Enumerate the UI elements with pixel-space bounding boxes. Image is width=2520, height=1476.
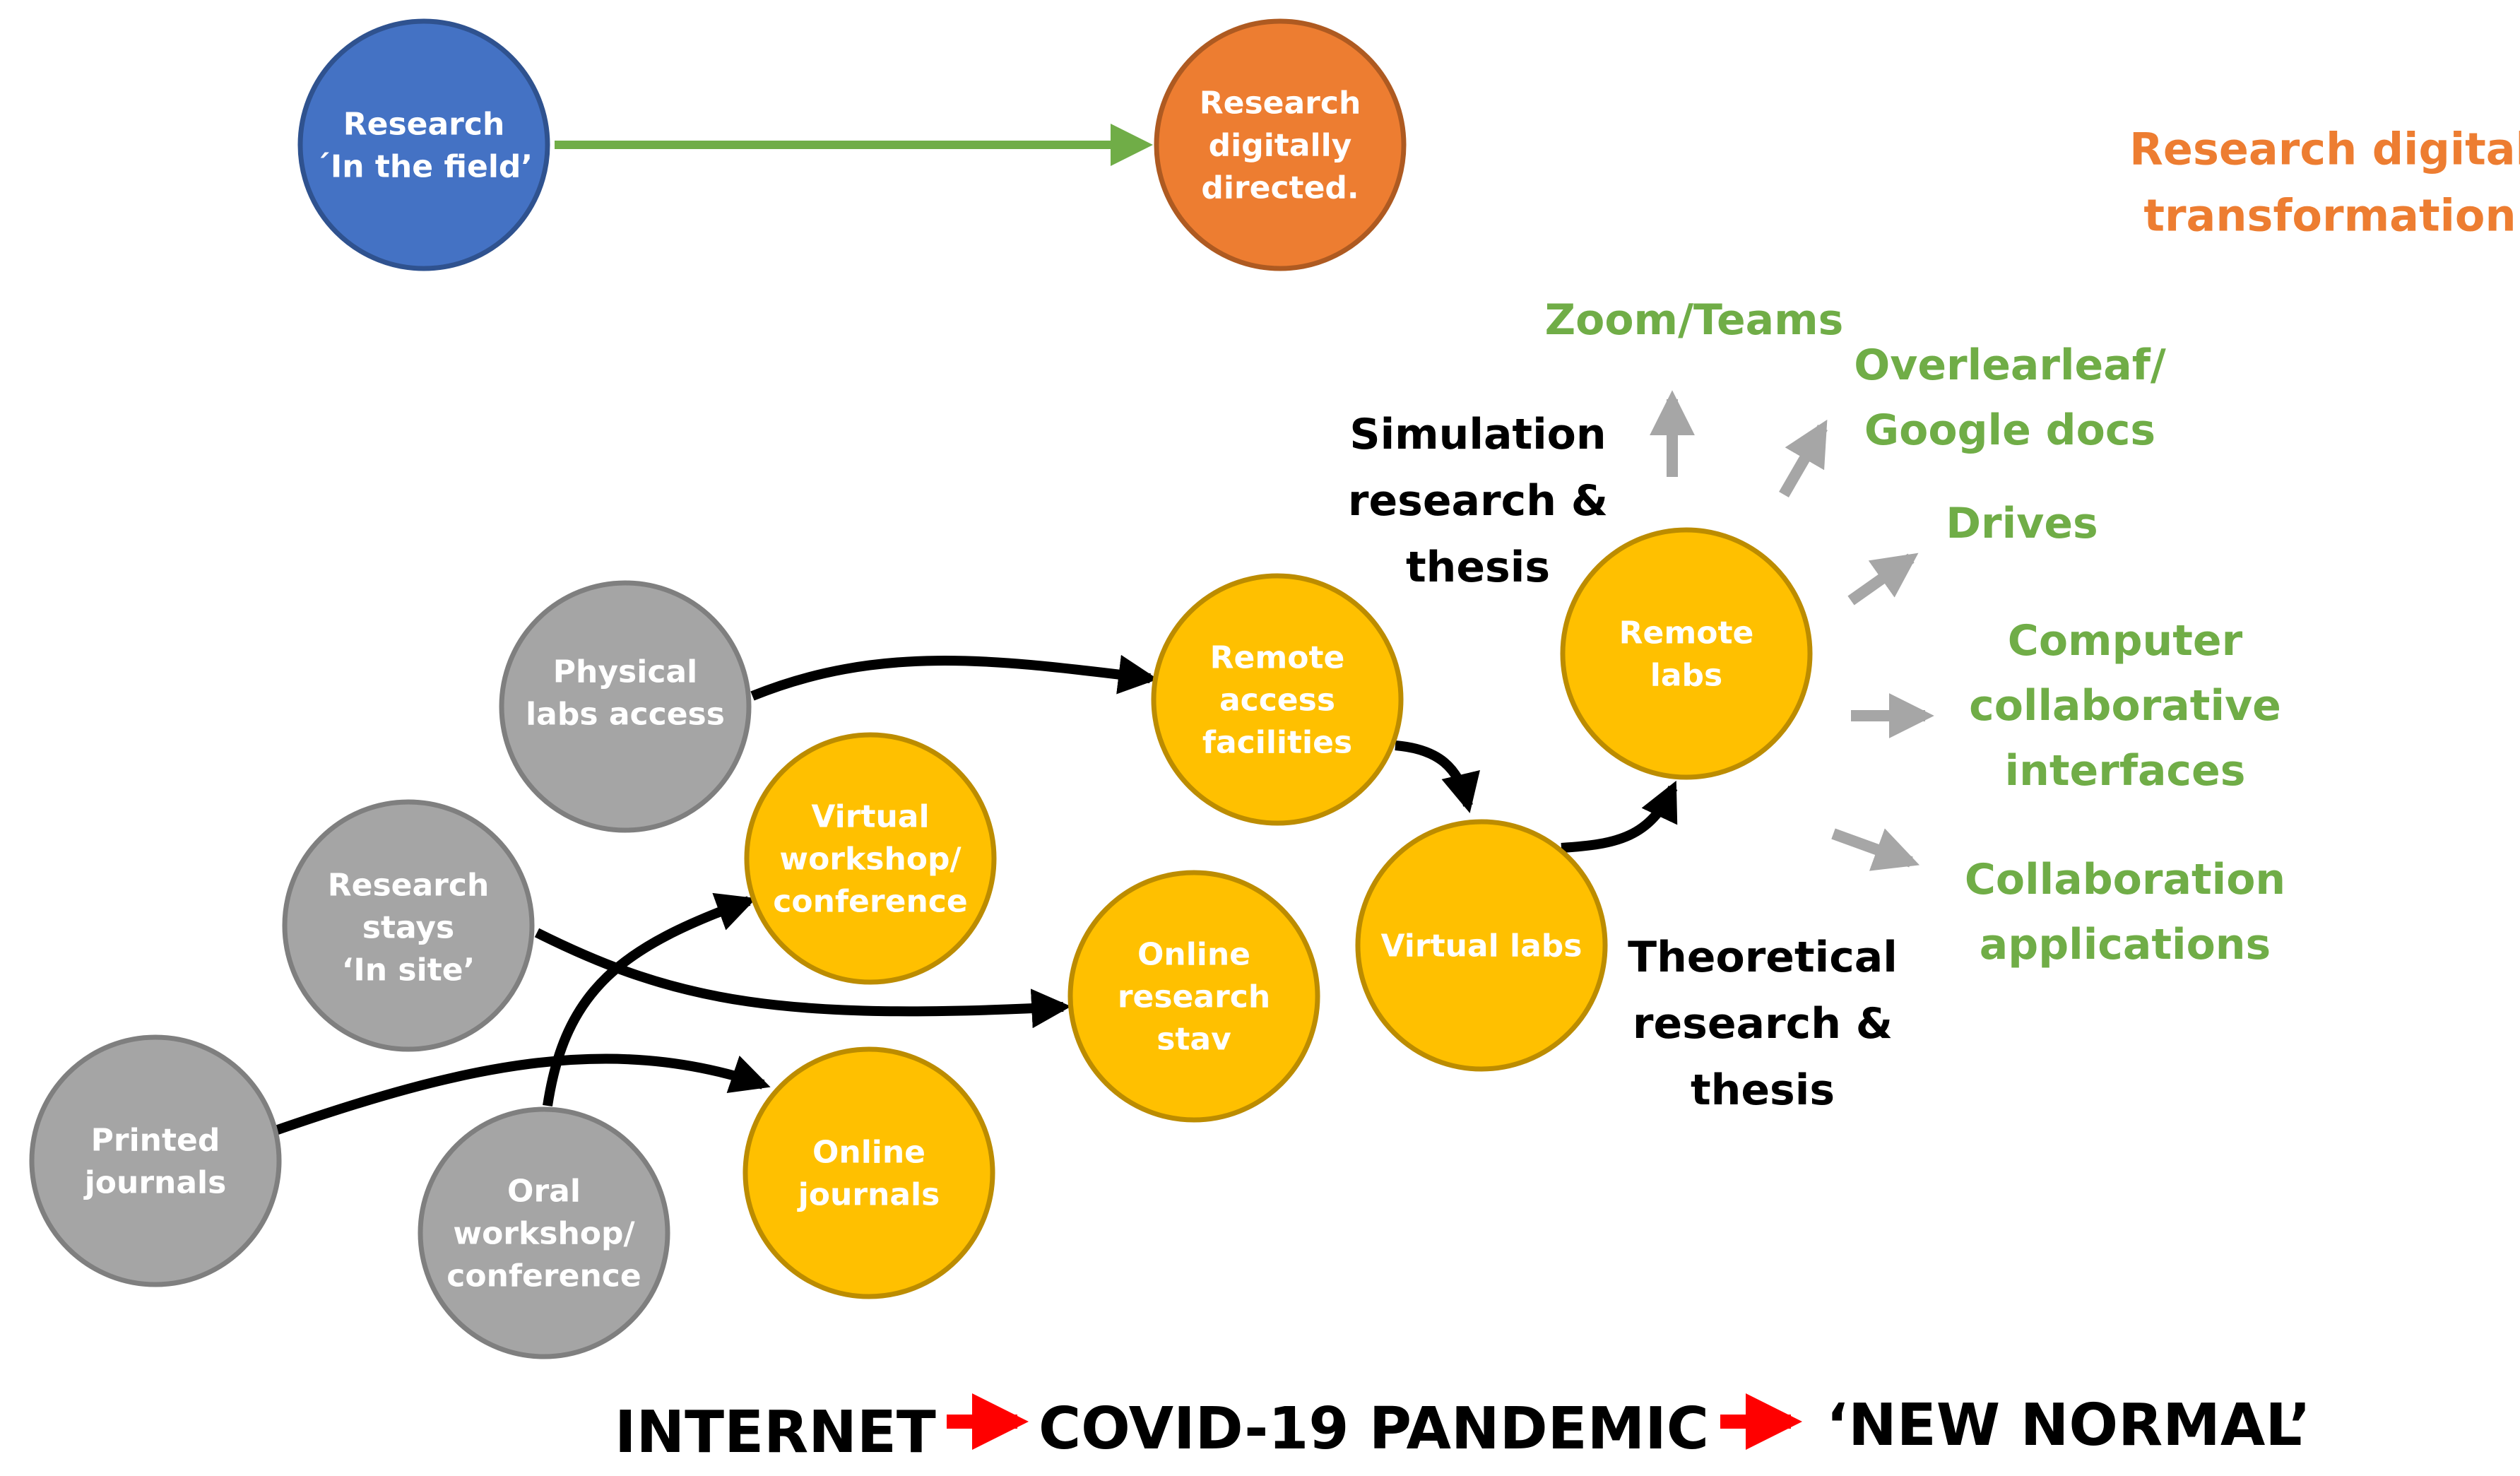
arrow-to-drives xyxy=(1847,553,1919,606)
text-line: facilities xyxy=(1202,724,1352,760)
tool-zoom: Zoom/Teams xyxy=(1545,295,1844,345)
text-line: Virtual labs xyxy=(1381,928,1583,964)
text-line: Theoretical xyxy=(1628,933,1898,982)
text-line: research & xyxy=(1348,476,1608,526)
node-remote-labs xyxy=(1560,527,1813,780)
text-line: thesis xyxy=(1691,1065,1835,1115)
arrow-printed-to-online-journals xyxy=(273,1053,771,1135)
arrow-virtual-labs-to-remote-labs xyxy=(1561,780,1678,853)
node-online-stay xyxy=(1067,870,1320,1123)
label-simulation: Simulation research & thesis xyxy=(1348,410,1608,592)
text-line: Virtual xyxy=(811,798,929,834)
arrow-remote-access-to-virtual-labs xyxy=(1395,740,1480,813)
text-printed-journals: Printed journals xyxy=(83,1122,227,1200)
text-line: Oral xyxy=(507,1173,581,1209)
text-line: Online xyxy=(812,1134,925,1170)
text-line: stays xyxy=(362,909,454,945)
text-research-digitally-directed: Research digitally directed. xyxy=(1200,85,1361,206)
text-remote-access: Remote access facilities xyxy=(1202,639,1352,760)
text-line: Online xyxy=(1137,936,1250,972)
text-line: Zoom/Teams xyxy=(1545,295,1844,345)
text-line: labs access xyxy=(526,696,725,732)
text-physical-labs: Physical labs access xyxy=(526,654,725,732)
text-line: journals xyxy=(797,1176,940,1212)
text-line: interfaces xyxy=(2005,746,2246,796)
tool-drives: Drives xyxy=(1946,499,2098,548)
text-virtual-workshop: Virtual workshop/conference xyxy=(773,798,967,919)
text-line: Computer xyxy=(2008,616,2243,666)
node-virtual-workshop xyxy=(744,732,997,985)
text-line: access xyxy=(1219,682,1335,718)
text-line: Research xyxy=(343,106,505,142)
node-research-in-field xyxy=(297,18,550,271)
text-line: stav xyxy=(1157,1021,1231,1057)
arrow-stays-to-online-stay xyxy=(534,928,1072,1029)
text-line: thesis xyxy=(1406,543,1550,592)
text-line: Printed xyxy=(91,1122,220,1158)
node-printed-journals xyxy=(29,1034,282,1287)
text-online-stay: Online research stav xyxy=(1118,936,1270,1057)
text-line: directed. xyxy=(1201,170,1359,206)
text-line: collaborative xyxy=(1969,681,2281,731)
arrow-oral-to-virtual-workshop xyxy=(543,892,757,1107)
text-line: research & xyxy=(1633,999,1893,1049)
text-line: Research xyxy=(1200,85,1361,121)
text-line: Collaboration xyxy=(1965,855,2285,904)
footer-pandemic: COVID-19 PANDEMIC xyxy=(1039,1395,1709,1463)
text-line: workshop/ xyxy=(779,841,962,877)
footer-internet: INTERNET xyxy=(615,1399,936,1466)
text-line: Physical xyxy=(553,654,697,690)
text-online-journals: Online journals xyxy=(797,1134,940,1212)
label-theoretical: Theoretical research & thesis xyxy=(1628,933,1898,1115)
text-line: Drives xyxy=(1946,499,2098,548)
text-line: Google docs xyxy=(1864,406,2155,455)
text-line: research xyxy=(1118,979,1270,1015)
text-remote-labs: Remote labs xyxy=(1619,615,1754,693)
footer-new-normal: ‘NEW NORMAL’ xyxy=(1826,1392,2311,1459)
text-line: applications xyxy=(1980,920,2271,969)
text-line: workshop/ xyxy=(453,1215,635,1251)
text-line: Overlearleaf/ xyxy=(1854,341,2166,390)
arrow-physical-to-remote-access xyxy=(750,654,1159,701)
label-transformation: Research digital transformation xyxy=(2129,124,2520,242)
text-line: ´In the field’ xyxy=(315,148,533,184)
text-line: conference xyxy=(773,883,967,919)
node-oral-workshop xyxy=(418,1106,670,1359)
text-line: Simulation xyxy=(1349,410,1606,459)
text-line: journals xyxy=(83,1164,227,1200)
text-line: conference xyxy=(446,1258,641,1294)
text-oral-workshop: Oral workshop/conference xyxy=(446,1173,641,1294)
arrow-to-collab-apps xyxy=(1831,828,1920,871)
tool-overleaf: Overlearleaf/Google docs xyxy=(1854,341,2166,455)
text-line: Research xyxy=(328,867,490,903)
node-remote-access xyxy=(1151,573,1404,826)
arrow-to-overleaf xyxy=(1779,419,1828,498)
node-research-stays xyxy=(282,799,535,1052)
node-online-journals xyxy=(743,1046,995,1299)
text-line: digitally xyxy=(1209,127,1352,163)
node-physical-labs xyxy=(499,580,752,833)
text-line: labs xyxy=(1650,657,1722,693)
text-line: ‘In site’ xyxy=(342,952,475,988)
text-line: Research digital xyxy=(2129,124,2520,175)
tool-collab-apps: Collaboration applications xyxy=(1965,855,2285,969)
node-virtual-labs xyxy=(1355,819,1608,1072)
text-research-in-field: Research ´In the field’ xyxy=(315,106,533,184)
tool-computer-interfaces: Computer collaborative interfaces xyxy=(1969,616,2281,796)
text-line: Remote xyxy=(1210,639,1345,675)
node-research-digitally-directed xyxy=(1154,18,1407,271)
text-line: Remote xyxy=(1619,615,1754,651)
text-research-stays: Research stays ‘In site’ xyxy=(328,867,490,988)
text-line: transformation xyxy=(2143,190,2516,242)
text-virtual-labs: Virtual labs xyxy=(1381,928,1583,964)
